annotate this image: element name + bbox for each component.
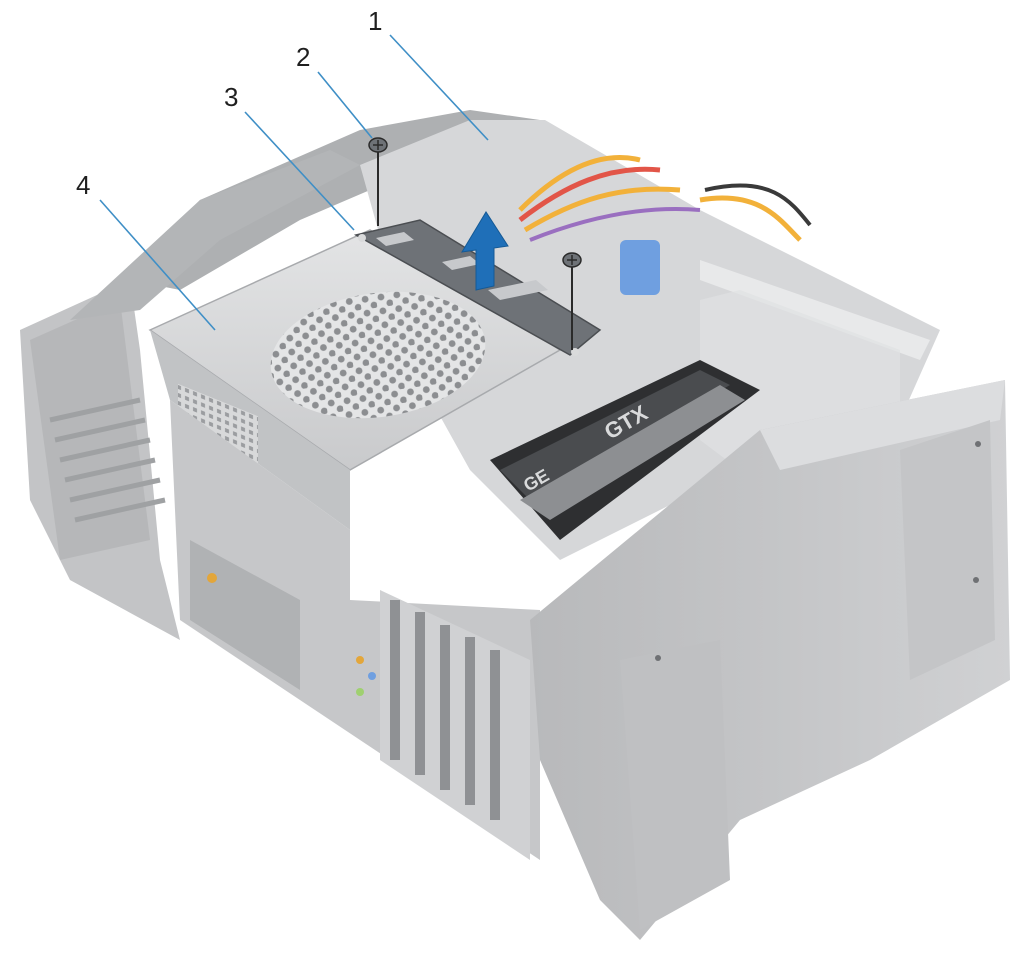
callout-number-2: 2 — [296, 42, 310, 72]
leader-line-3 — [244, 111, 355, 231]
front-door — [530, 380, 1010, 940]
callout-number-4: 4 — [76, 170, 90, 200]
callout-number-1: 1 — [368, 6, 382, 36]
leader-line-4 — [99, 199, 216, 331]
psu-fan-grille — [270, 291, 486, 419]
arrow-up-icon — [461, 211, 509, 291]
leader-line-1 — [389, 34, 489, 141]
leader-line-2 — [317, 71, 373, 139]
left-side-shell — [20, 280, 180, 640]
drive-caddy — [620, 240, 660, 295]
screw — [368, 137, 388, 226]
side-vent-slats — [49, 397, 166, 523]
callout-labels: 1 2 3 4 — [76, 6, 382, 200]
screw — [562, 252, 582, 350]
callout-number-3: 3 — [224, 82, 238, 112]
callout-leaders — [99, 34, 489, 331]
rear-io-panel — [170, 400, 540, 860]
power-cables — [518, 154, 812, 242]
graphics-card: GTX GE — [490, 360, 760, 540]
